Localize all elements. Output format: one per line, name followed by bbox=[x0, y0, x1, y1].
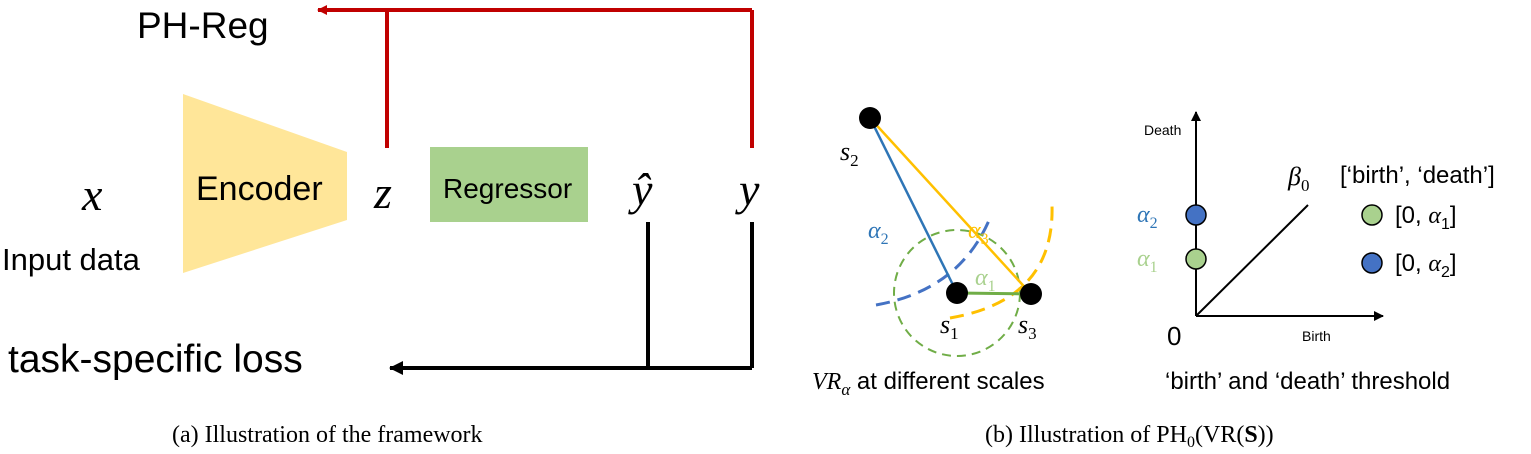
origin-label: 0 bbox=[1167, 321, 1181, 351]
legend-blue-marker bbox=[1361, 252, 1383, 274]
legend-interval-2: [0, α2] bbox=[1395, 250, 1457, 281]
alpha3-scale-arc bbox=[949, 204, 1054, 320]
regressor-block bbox=[430, 147, 588, 222]
s1-label: s1 bbox=[940, 310, 959, 343]
threshold-label: ‘birth’ and ‘death’ threshold bbox=[1165, 368, 1450, 395]
birth-axis-label: Birth bbox=[1302, 328, 1331, 344]
y-symbol: y bbox=[735, 164, 760, 215]
edge-s2-s1 bbox=[868, 117, 959, 294]
alpha2-edge-label: α2 bbox=[868, 218, 889, 248]
alpha1-point bbox=[1185, 248, 1207, 270]
vr-complex-panel: s2 s1 s3 α2 α3 α1 VRα at different scale… bbox=[812, 107, 1054, 399]
y-hat-symbol: ŷ bbox=[628, 164, 653, 215]
alpha2-point bbox=[1185, 204, 1207, 226]
persistence-diagram: Death Birth 0 α2 α1 β0 [‘birth’, ‘death’… bbox=[1137, 111, 1495, 395]
legend-green-marker bbox=[1361, 204, 1383, 226]
ph-caption: (b) Illustration of PH0(VR(S)) bbox=[985, 422, 1274, 451]
alpha2-scale-arc bbox=[875, 217, 992, 307]
framework-panel: PH-Reg x Input data Encoder z Regressor … bbox=[2, 5, 760, 448]
edge-s1-s3 bbox=[956, 291, 1032, 296]
edge-s2-s3 bbox=[869, 117, 1032, 295]
input-data-label: Input data bbox=[2, 242, 141, 277]
regressor-label: Regressor bbox=[443, 173, 572, 204]
alpha1-axis-label: α1 bbox=[1137, 246, 1158, 276]
encoder-label: Encoder bbox=[196, 170, 323, 208]
diagonal-line bbox=[1195, 204, 1309, 317]
death-axis-label: Death bbox=[1144, 122, 1181, 138]
vr-scales-label: VRα at different scales bbox=[812, 368, 1045, 399]
point-s2 bbox=[859, 107, 881, 129]
z-symbol: z bbox=[373, 167, 392, 218]
ph-reg-label: PH-Reg bbox=[137, 5, 269, 46]
loss-label: task-specific loss bbox=[8, 338, 303, 381]
s2-label: s2 bbox=[840, 137, 859, 170]
s3-label: s3 bbox=[1018, 310, 1037, 343]
point-s1 bbox=[946, 282, 968, 304]
encoder-block bbox=[183, 94, 347, 273]
framework-caption: (a) Illustration of the framework bbox=[172, 422, 483, 448]
alpha3-edge-label: α3 bbox=[968, 218, 989, 248]
x-symbol: x bbox=[81, 169, 103, 220]
legend-interval-1: [0, α1] bbox=[1395, 202, 1457, 233]
alpha2-axis-label: α2 bbox=[1137, 202, 1158, 232]
alpha1-edge-label: α1 bbox=[975, 265, 996, 295]
beta0-label: β0 bbox=[1287, 162, 1309, 195]
legend-header: [‘birth’, ‘death’] bbox=[1340, 162, 1495, 189]
point-s3 bbox=[1020, 283, 1042, 305]
